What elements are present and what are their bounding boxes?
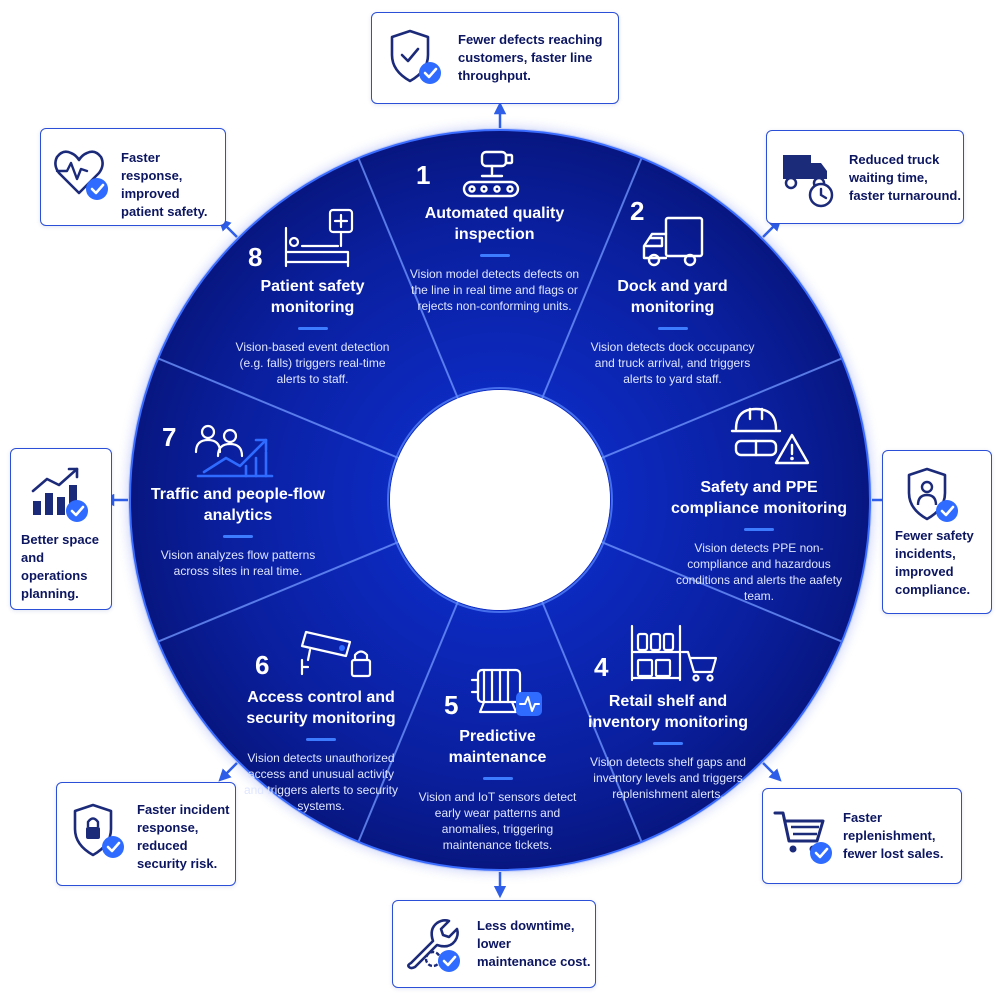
shelf-cart-icon xyxy=(628,622,718,689)
segment-4-description: Vision detects shelf gaps and inventory … xyxy=(590,755,746,801)
cart-check-icon xyxy=(771,805,835,872)
hardhat-goggles-warning-icon xyxy=(730,405,810,476)
center-ring xyxy=(387,387,613,613)
segment-divider xyxy=(157,541,399,643)
wheel-segment-2 xyxy=(542,158,842,458)
segment-1-title: Automated quality inspection xyxy=(424,205,565,243)
outcome-arrow-6 xyxy=(218,762,238,782)
outcome-card-2: Reduced truck waiting time, faster turna… xyxy=(766,130,964,224)
outcome-arrow-2 xyxy=(762,218,782,238)
outcome-arrow-4 xyxy=(762,762,782,782)
wheel-segment-6 xyxy=(158,542,458,842)
segment-1-text: Automated quality inspection Vision mode… xyxy=(402,203,587,314)
hospital-bed-icon xyxy=(282,206,358,275)
segment-divider xyxy=(541,157,643,399)
segment-4-text: Retail shelf and inventory monitoring Vi… xyxy=(582,691,754,802)
segment-3-rule xyxy=(744,528,774,531)
container-truck-icon xyxy=(640,214,706,275)
outcome-card-6: Faster incident response, reduced securi… xyxy=(56,782,236,886)
segment-5-description: Vision and IoT sensors detect early wear… xyxy=(418,790,577,852)
wheel-outline xyxy=(129,129,871,871)
segment-8-rule xyxy=(297,327,328,330)
segment-6-rule xyxy=(306,738,336,741)
segment-7-number: 7 xyxy=(162,422,177,452)
motor-pulse-icon xyxy=(470,662,546,727)
outcome-arrow-8 xyxy=(218,218,238,238)
segment-2-rule xyxy=(657,327,688,330)
shield-check-icon xyxy=(386,27,444,94)
segment-divider xyxy=(601,357,843,459)
segment-6-number: 6 xyxy=(255,650,270,680)
outcome-6-text: Faster incident response, reduced securi… xyxy=(137,802,230,871)
segment-7-rule xyxy=(223,535,253,538)
segment-8-text: Patient safety monitoring Vision-based e… xyxy=(230,276,395,387)
segment-divider xyxy=(157,357,399,459)
segment-3-text: Safety and PPE compliance monitoring Vis… xyxy=(668,477,850,604)
outcome-1-text: Fewer defects reaching customers, faster… xyxy=(458,32,603,83)
outcome-card-3: Fewer safety incidents, improved complia… xyxy=(882,450,992,614)
security-camera-lock-icon xyxy=(298,624,374,685)
segment-3-description: Vision detects PPE non-compliance and ha… xyxy=(675,541,843,603)
segment-4-number: 4 xyxy=(594,652,609,682)
wheel-segment-5 xyxy=(358,601,642,870)
outcome-2-text: Reduced truck waiting time, faster turna… xyxy=(849,152,961,203)
outcome-card-8: Faster response, improved patient safety… xyxy=(40,128,226,226)
segment-1-rule xyxy=(479,254,510,257)
segment-7-title: Traffic and people-flow analytics xyxy=(150,486,326,524)
segment-4-title: Retail shelf and inventory monitoring xyxy=(588,693,748,731)
segment-2-text: Dock and yard monitoring Vision detects … xyxy=(590,276,755,387)
segment-8-description: Vision-based event detection (e.g. falls… xyxy=(235,340,390,386)
segment-5-rule xyxy=(482,777,513,780)
segment-8-title: Patient safety monitoring xyxy=(260,278,365,316)
heart-pulse-check-icon xyxy=(51,145,113,212)
center-hole xyxy=(390,390,610,610)
wrench-gear-check-icon xyxy=(403,913,465,980)
segment-1-number: 1 xyxy=(416,160,431,190)
wheel-segment-7 xyxy=(130,358,399,642)
outcome-card-5: Less downtime, lower maintenance cost. xyxy=(392,900,596,988)
outcome-8-text: Faster response, improved patient safety… xyxy=(121,150,208,219)
outcome-4-text: Faster replenishment, fewer lost sales. xyxy=(843,810,944,861)
outcome-3-text: Fewer safety incidents, improved complia… xyxy=(895,528,974,597)
segment-5-number: 5 xyxy=(444,690,459,720)
outcome-7-text: Better space and operations planning. xyxy=(21,532,100,601)
segment-6-title: Access control and security monitoring xyxy=(246,689,396,727)
segment-divider xyxy=(601,541,843,643)
wheel-segment-1 xyxy=(358,130,642,399)
outcome-card-1: Fewer defects reaching customers, faster… xyxy=(371,12,619,104)
shield-person-check-icon xyxy=(903,465,961,532)
segment-2-title: Dock and yard monitoring xyxy=(617,278,728,316)
outcome-5-text: Less downtime, lower maintenance cost. xyxy=(477,918,591,969)
segment-1-description: Vision model detects defects on the line… xyxy=(409,267,580,313)
segment-3-title: Safety and PPE compliance monitoring xyxy=(670,479,847,517)
segment-2-description: Vision detects dock occupancy and truck … xyxy=(590,340,755,386)
segment-divider xyxy=(357,601,459,843)
segment-7-text: Traffic and people-flow analytics Vision… xyxy=(148,484,328,579)
segment-divider xyxy=(357,157,459,399)
wheel-segment-8 xyxy=(158,158,458,458)
segment-7-description: Vision analyzes flow patterns across sit… xyxy=(160,548,316,578)
outcome-card-7: Better space and operations planning. xyxy=(10,448,112,610)
wheel-segment-4 xyxy=(542,542,842,842)
segment-5-title: Predictive maintenance xyxy=(448,728,547,766)
shield-lock-check-icon xyxy=(69,801,127,868)
segment-6-text: Access control and security monitoring V… xyxy=(240,687,402,814)
segment-2-number: 2 xyxy=(630,196,645,226)
bar-chart-check-icon xyxy=(27,463,91,530)
people-trend-icon xyxy=(194,422,274,483)
segment-5-text: Predictive maintenance Vision and IoT se… xyxy=(410,726,585,853)
wheel-segment-3 xyxy=(601,358,870,642)
segment-6-description: Vision detects unauthorized access and u… xyxy=(243,751,399,813)
segment-8-number: 8 xyxy=(248,242,263,272)
outcome-card-4: Faster replenishment, fewer lost sales. xyxy=(762,788,962,884)
segment-4-rule xyxy=(653,742,683,745)
truck-clock-icon xyxy=(777,147,837,214)
conveyor-camera-icon xyxy=(458,148,524,205)
segment-divider xyxy=(541,601,643,843)
